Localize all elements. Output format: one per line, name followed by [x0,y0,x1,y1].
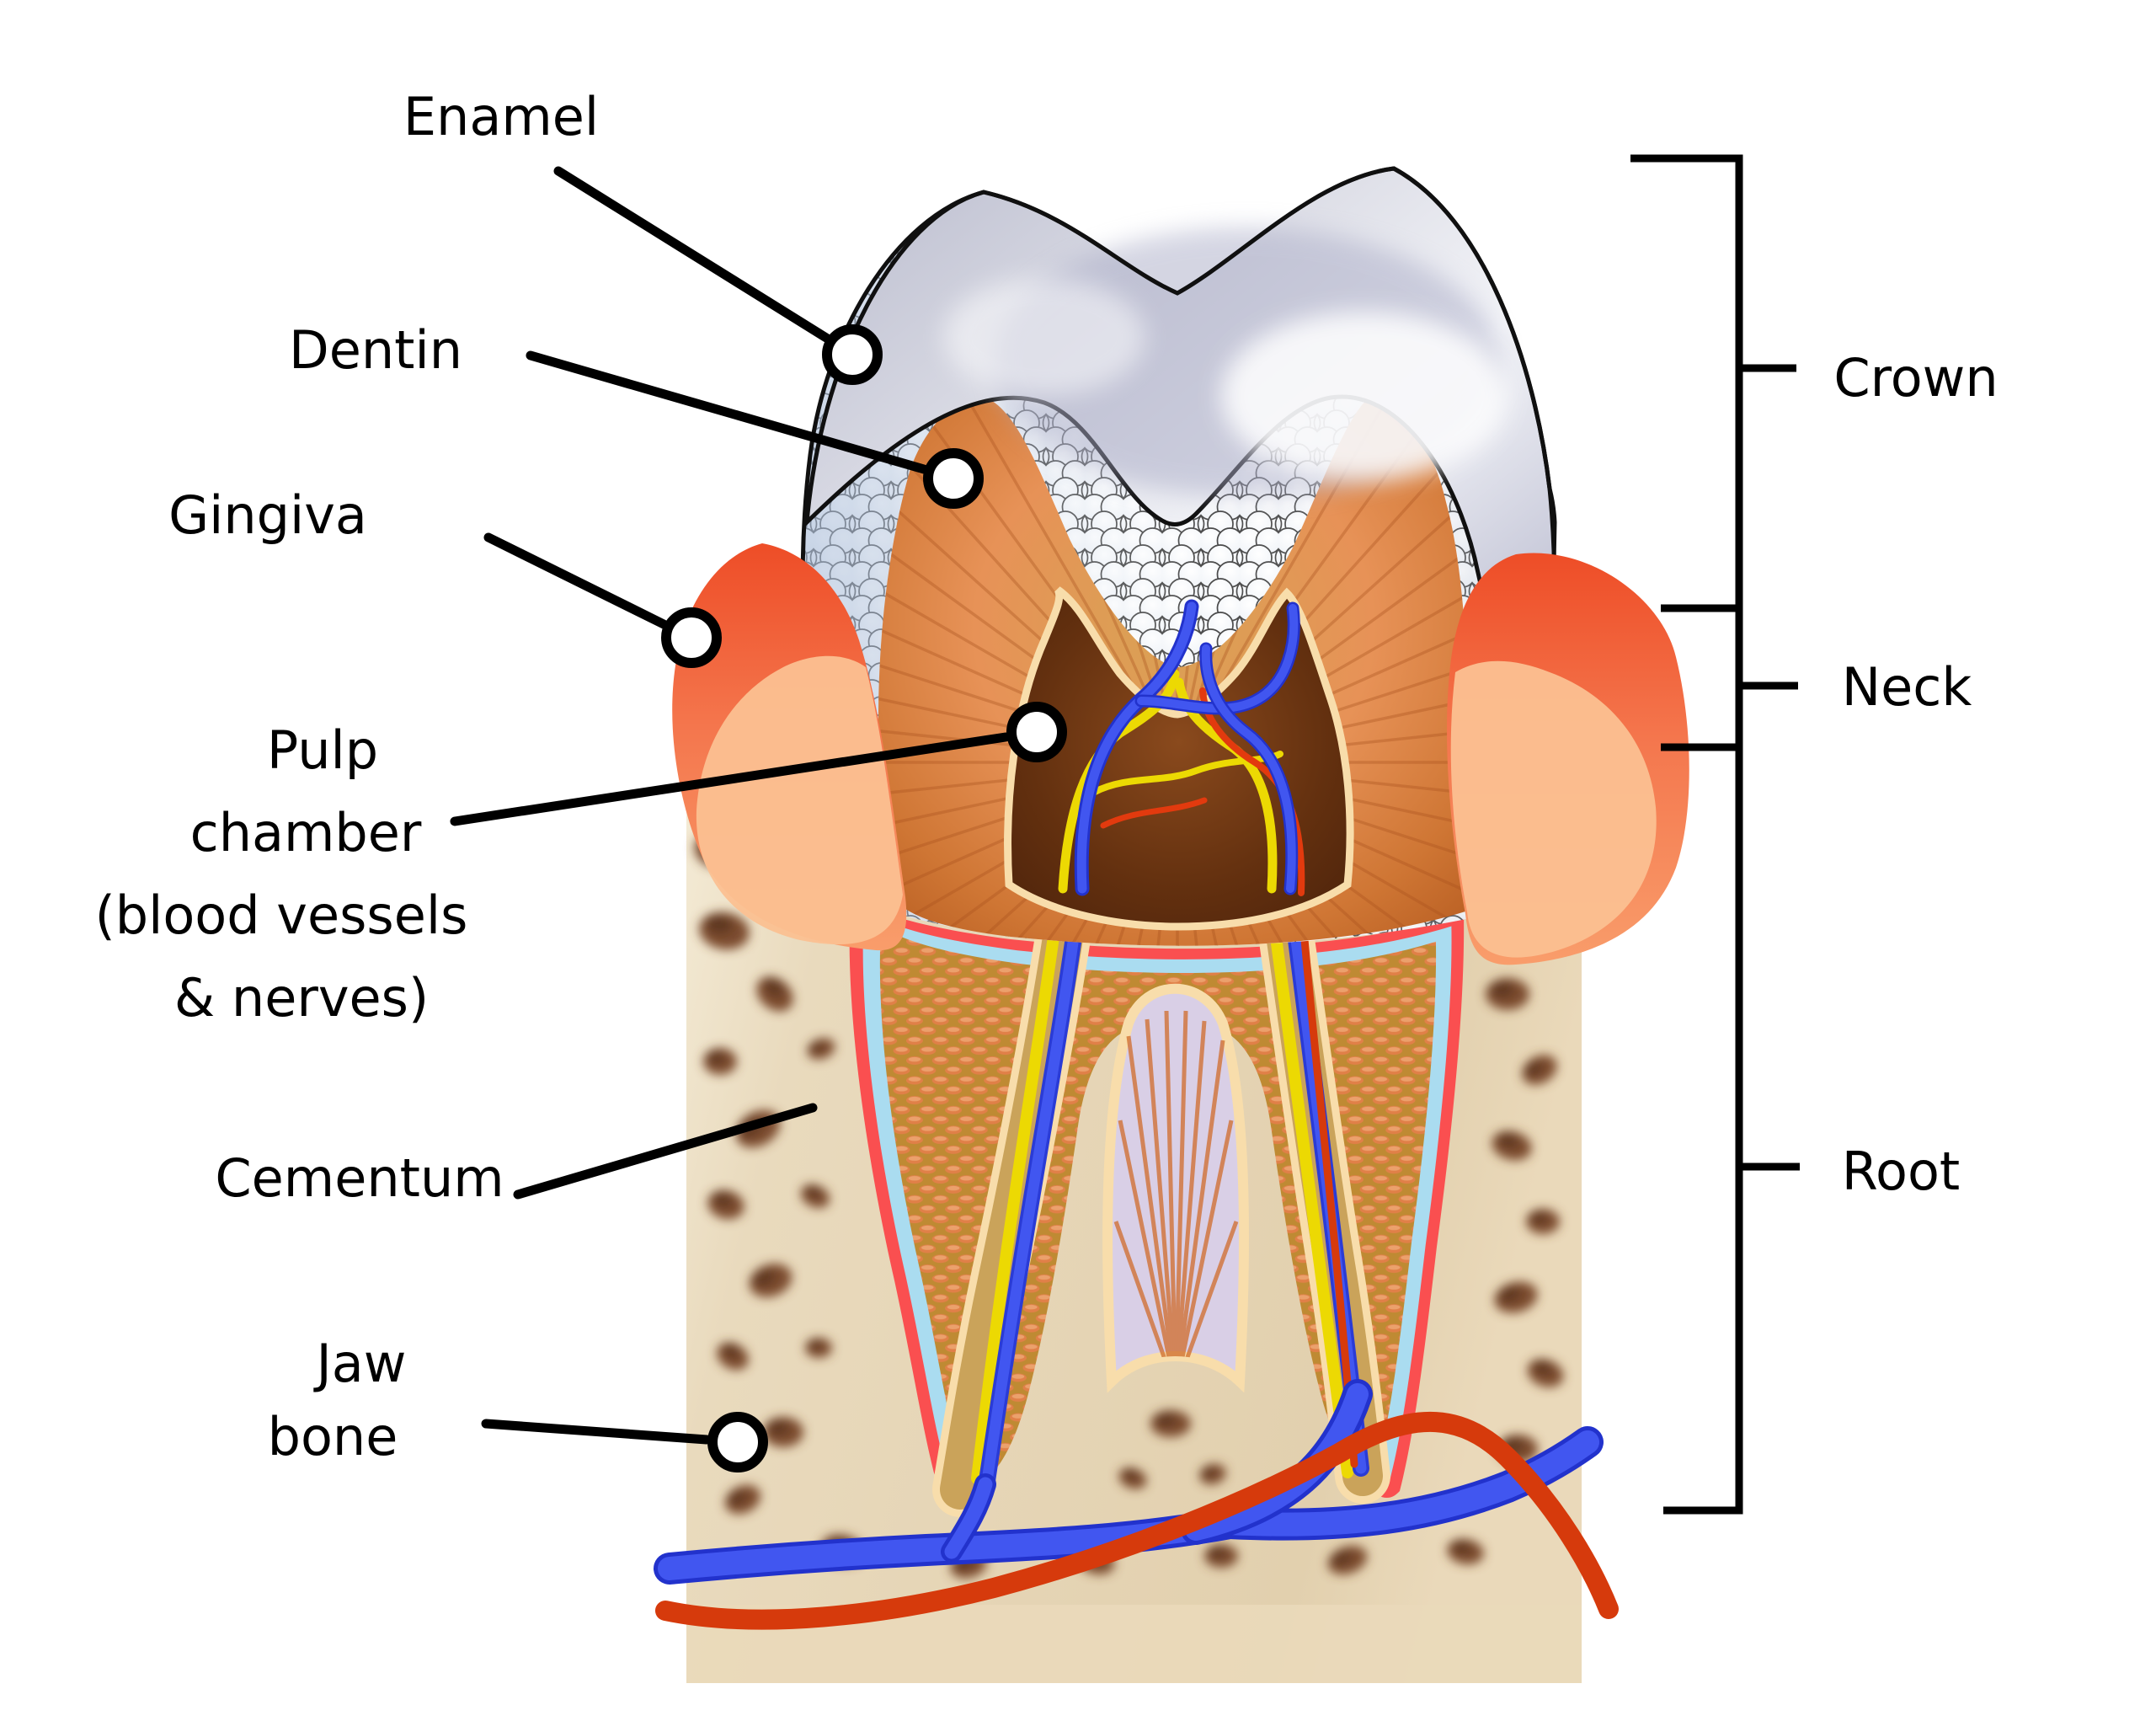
crown-neck-root-bracket [1630,154,1800,1515]
gingiva-right [1447,553,1689,965]
jaw-blood-vessels [654,1379,1619,1630]
gingiva-marker [661,607,722,668]
gingiva-regions [672,543,1689,965]
annotations: Enamel Dentin Gingiva Pulp chamber (bloo… [95,86,1999,1515]
pulp-marker [1006,702,1067,762]
crown-label: Crown [1833,347,1998,409]
tooth-crown [800,166,1557,946]
dentin-leader-line [526,350,929,474]
inter-canal-dome [1102,983,1250,1393]
jaw-bone-marker [707,1412,768,1472]
svg-text:& nerves): & nerves) [174,967,429,1029]
crown-outline [800,166,1557,911]
root-canals [932,865,1390,1517]
leader-lines [450,166,1011,1445]
pulp-leader-line [450,732,1011,826]
neck-label: Neck [1842,656,1972,718]
enamel-marker [822,324,883,385]
jaw-bone-label: Jaw bone [268,1333,407,1467]
svg-text:(blood vessels: (blood vessels [95,885,468,946]
enamel-outer-cap [803,166,1557,766]
enamel-leader-line [553,166,831,343]
jaw-bone-leader-line [481,1419,712,1445]
pulp-chamber-label: Pulp chamber (blood vessels & nerves) [95,719,468,1029]
gingiva-leader-line [483,532,669,629]
gingiva-label: Gingiva [168,484,367,546]
dentin-marker [923,448,984,509]
pulp-vessels-nerves [1058,599,1305,896]
svg-text:Pulp: Pulp [267,719,378,781]
dentin-label: Dentin [289,319,462,381]
svg-text:bone: bone [268,1406,398,1467]
svg-text:chamber: chamber [190,802,422,863]
tooth-roots [849,865,1465,1517]
svg-text:Jaw: Jaw [313,1333,407,1394]
artery-red-main [655,1412,1619,1630]
cementum-label: Cementum [215,1147,504,1209]
point-markers [661,324,1067,1472]
root-label: Root [1842,1141,1960,1202]
enamel-label: Enamel [403,86,599,147]
gingiva-left [672,543,907,951]
labels: Enamel Dentin Gingiva Pulp chamber (bloo… [95,86,1999,1467]
pulp-chamber-region [1004,586,1354,931]
cementum-leader-line [513,1103,818,1200]
